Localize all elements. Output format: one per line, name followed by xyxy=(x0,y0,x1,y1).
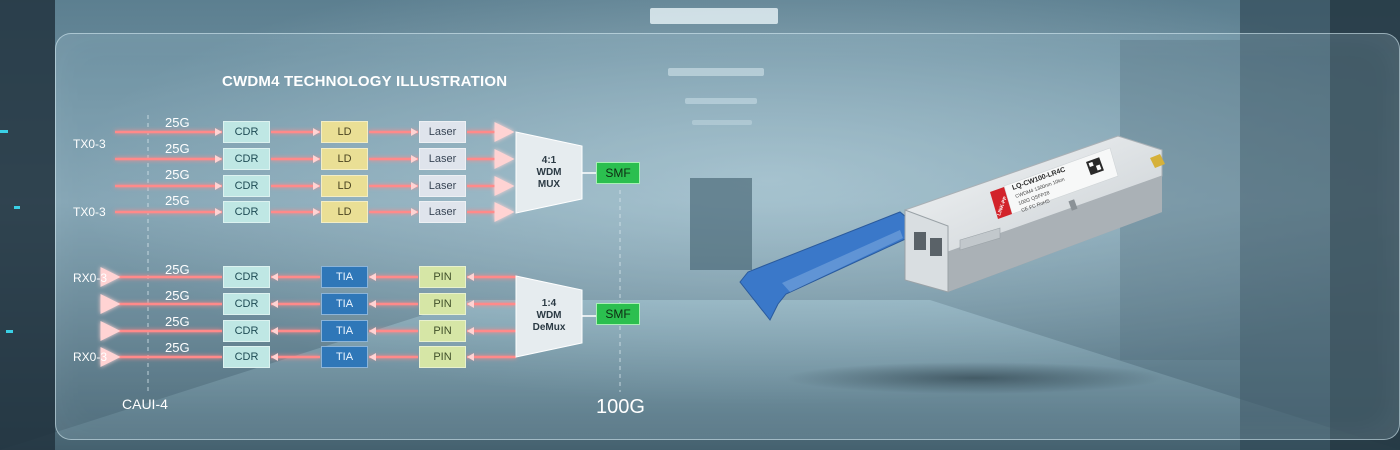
diagram-title: CWDM4 TECHNOLOGY ILLUSTRATION xyxy=(222,73,508,90)
tx-cdr-4: CDR xyxy=(223,201,270,223)
rx-cdr-2: CDR xyxy=(223,293,270,315)
rx-tia-1: TIA xyxy=(321,266,368,288)
mux-type: MUX xyxy=(537,179,561,190)
rx-pin-4: PIN xyxy=(419,346,466,368)
demux-wdm: WDM xyxy=(536,310,562,321)
module-shadow xyxy=(785,362,1165,394)
rx-cdr-1: CDR xyxy=(223,266,270,288)
tx-label-bottom: TX0-3 xyxy=(73,205,106,219)
lc-port-face xyxy=(904,209,949,293)
rx-tia-4: TIA xyxy=(321,346,368,368)
tx-lanes xyxy=(115,122,515,222)
rx-cdr-4: CDR xyxy=(223,346,270,368)
tx-ld-3: LD xyxy=(321,175,368,197)
tx-cdr-3: CDR xyxy=(223,175,270,197)
barcode-icon xyxy=(1086,157,1104,176)
wdm-mux-shape xyxy=(515,131,583,214)
glass-panel xyxy=(55,33,1400,440)
tx-speed-4: 25G xyxy=(165,193,190,208)
rx-pin-3: PIN xyxy=(419,320,466,342)
caui-label: CAUI-4 xyxy=(122,396,168,412)
rx-arrowheads xyxy=(271,273,474,361)
brand-tab xyxy=(990,187,1012,219)
rx-cdr-3: CDR xyxy=(223,320,270,342)
rx-label-top: RX0-3 xyxy=(73,271,108,285)
mux-label: 4:1 WDM MUX xyxy=(519,155,579,191)
rx-label-bottom: RX0-3 xyxy=(73,350,108,364)
tx-cdr-2: CDR xyxy=(223,148,270,170)
tx-laser-4: Laser xyxy=(419,201,466,223)
smf-rx-box: SMF xyxy=(596,303,640,325)
smf-tx-box: SMF xyxy=(596,162,640,184)
tx-arrowheads-cdr xyxy=(215,128,418,216)
wdm-demux-shape xyxy=(515,275,583,358)
rx-pin-2: PIN xyxy=(419,293,466,315)
rx-speed-2: 25G xyxy=(165,288,190,303)
rx-speed-4: 25G xyxy=(165,340,190,355)
tx-laser-2: Laser xyxy=(419,148,466,170)
tx-speed-2: 25G xyxy=(165,141,190,156)
rx-tia-3: TIA xyxy=(321,320,368,342)
tx-label-top: TX0-3 xyxy=(73,137,106,151)
tx-ld-4: LD xyxy=(321,201,368,223)
rate-label: 100G xyxy=(596,396,645,418)
tx-cdr-1: CDR xyxy=(223,121,270,143)
rx-speed-1: 25G xyxy=(165,262,190,277)
mux-wdm: WDM xyxy=(536,167,562,178)
tx-ld-2: LD xyxy=(321,148,368,170)
rx-tia-2: TIA xyxy=(321,293,368,315)
tx-ld-1: LD xyxy=(321,121,368,143)
demux-type: DeMux xyxy=(532,322,566,333)
demux-ratio: 1:4 xyxy=(541,298,557,309)
rx-lanes xyxy=(100,267,516,367)
tx-speed-3: 25G xyxy=(165,167,190,182)
mux-ratio: 4:1 xyxy=(541,155,557,166)
demux-label: 1:4 WDM DeMux xyxy=(519,298,579,334)
tx-laser-3: Laser xyxy=(419,175,466,197)
rx-speed-3: 25G xyxy=(165,314,190,329)
tx-laser-1: Laser xyxy=(419,121,466,143)
rx-pin-1: PIN xyxy=(419,266,466,288)
tx-speed-1: 25G xyxy=(165,115,190,130)
